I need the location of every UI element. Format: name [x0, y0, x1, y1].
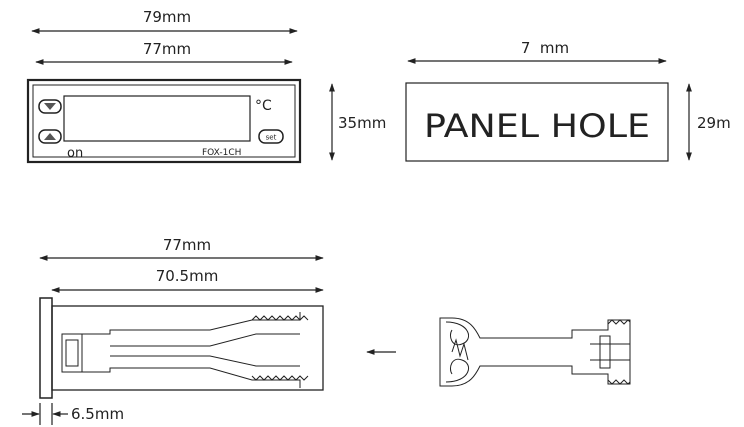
up-button [38, 129, 62, 144]
dim-label-79mm: 79mm [143, 8, 191, 26]
dim-label-35mm: 35mm [338, 114, 386, 132]
clip-hook-lower [445, 358, 470, 383]
model-label: FOX-1CH [202, 148, 241, 158]
dim-label-6-5mm: 6.5mm [71, 405, 124, 423]
celsius-symbol: °C [255, 98, 272, 114]
dim-label-77mm: 77mm [143, 40, 191, 58]
mounting-clip-inner-upper [110, 333, 300, 347]
connector-slot [65, 339, 79, 367]
clip-hook-upper [445, 321, 470, 346]
clip-thread-upper [251, 315, 309, 321]
clip-zigzag [451, 338, 469, 361]
housing-body [51, 305, 324, 391]
panel-hole-outline [405, 82, 669, 162]
dim-label-panel-width: 7 mm [521, 39, 569, 57]
clip-screw-threads [607, 319, 631, 385]
down-button [38, 99, 62, 114]
mounting-clip-upper [82, 312, 301, 335]
connector-window [61, 333, 83, 373]
set-button: set [258, 129, 284, 144]
up-arrow-icon [44, 133, 56, 140]
panel-hole-label: PANEL HOLE [424, 107, 650, 145]
controller-front-inner [32, 84, 296, 158]
clip-thread-lower [251, 375, 309, 381]
clip-screw-block [599, 335, 611, 369]
lcd-display [63, 95, 251, 142]
on-label: on [67, 146, 83, 161]
panel-hole-view: 7 mm PANEL HOLE 29m [405, 39, 731, 162]
clip-detail-view [366, 317, 631, 387]
front-flange [39, 297, 53, 399]
side-view: 77mm 70.5mm 6.5mm [22, 236, 324, 425]
front-view: 79mm 77mm °C set on FOX-1CH 35mm [26, 8, 386, 164]
mounting-clip-lower [82, 367, 301, 388]
dim-label-side-77mm: 77mm [163, 236, 211, 254]
controller-front-outer [26, 78, 302, 164]
mounting-clip-inner-lower [110, 355, 300, 367]
down-arrow-icon [44, 103, 56, 110]
dim-label-70-5mm: 70.5mm [156, 267, 219, 285]
set-button-label: set [266, 134, 277, 142]
dim-label-29mm: 29m [697, 114, 731, 132]
clip-bracket-outline [439, 317, 631, 387]
